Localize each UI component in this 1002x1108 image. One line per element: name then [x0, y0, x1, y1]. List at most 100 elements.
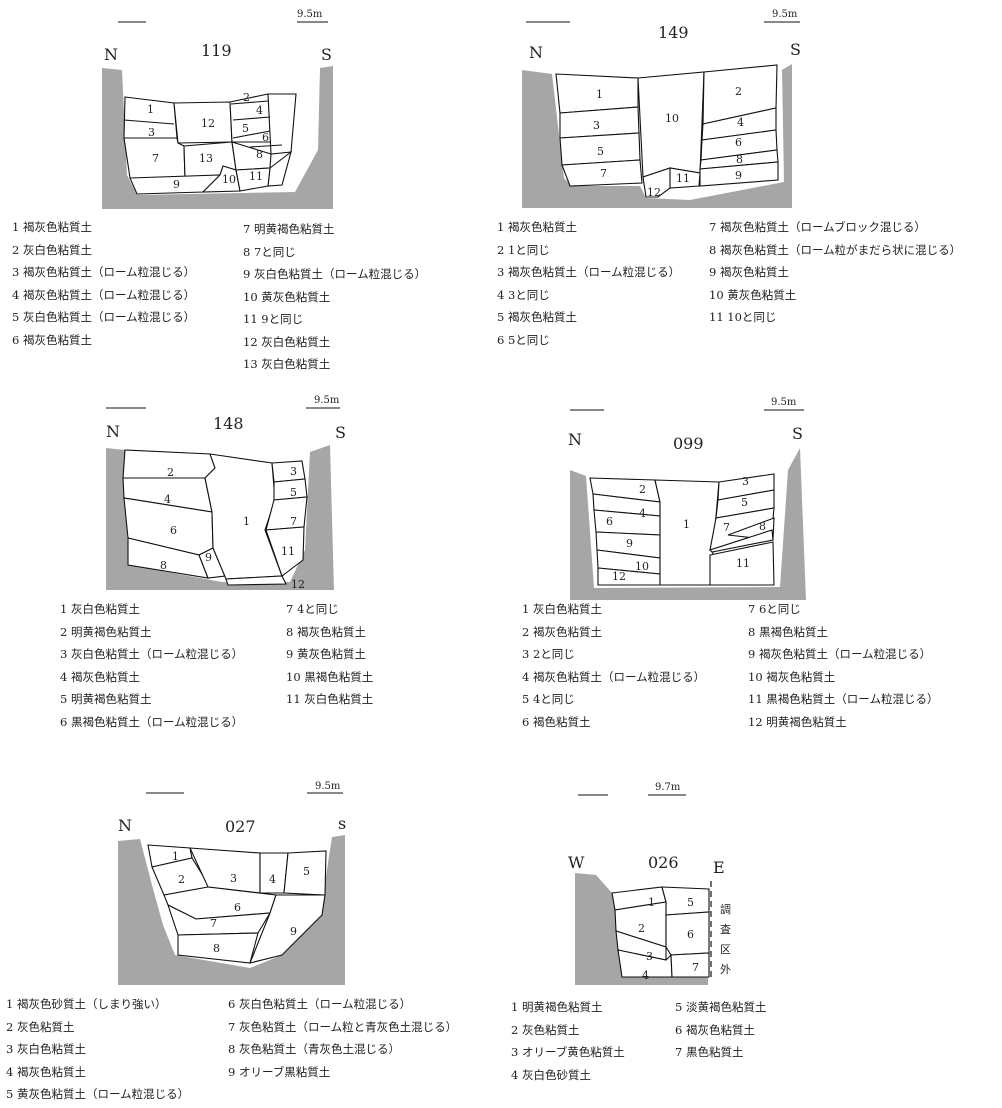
layer-number: 2 — [178, 873, 185, 886]
layer-number: 1 — [683, 518, 690, 531]
legend-item: 9 褐灰色粘質土 — [709, 265, 789, 279]
label-north: N — [568, 430, 582, 449]
layer-number: 5 — [290, 486, 297, 499]
section-148: 9.5m N 148 S 2 4 6 8 9 1 3 5 7 11 12 — [0, 390, 480, 745]
fill-layers — [123, 93, 297, 195]
layer-number: 6 — [735, 136, 742, 149]
legend-right: 7 6と同じ 8 黒褐色粘質土 9 褐灰色粘質土（ローム粒混じる） 10 褐灰色… — [748, 598, 938, 733]
layer-number: 9 — [735, 169, 742, 182]
layer-number: 9 — [290, 925, 297, 938]
legend-item: 1 褐灰色砂質土（しまり強い） — [6, 997, 167, 1011]
section-number: 026 — [648, 853, 679, 872]
layer-number: 1 — [243, 515, 250, 528]
layer-number: 6 — [606, 515, 613, 528]
legend-item: 5 4と同じ — [522, 692, 575, 706]
legend-item: 7 黒色粘質土 — [675, 1045, 744, 1059]
fill-layers — [147, 844, 327, 964]
layer-number: 9 — [173, 178, 180, 191]
legend-item: 6 黒褐色粘質土（ローム粒混じる） — [60, 714, 244, 729]
fill-layers — [122, 449, 308, 586]
fill-layers — [611, 886, 710, 978]
layer-number: 7 — [600, 167, 607, 180]
legend-item: 4 褐灰色粘質土（ローム粒混じる） — [522, 669, 706, 684]
legend-item: 9 黄灰色粘質土 — [286, 647, 366, 661]
section-027-drawing: 9.5m N 027 s 1 2 3 4 5 6 7 8 9 — [118, 781, 346, 985]
note-char: 外 — [720, 963, 731, 976]
section-026-drawing: 9.7m W 026 E 調 査 区 外 1 5 2 6 3 4 7 — [568, 782, 731, 985]
layer-number: 12 — [291, 578, 305, 591]
legend-item: 8 褐灰色粘質土 — [286, 624, 366, 639]
note-char: 調 — [720, 902, 731, 916]
layer-number: 10 — [635, 560, 649, 573]
legend-item: 9 オリーブ黒粘質土 — [228, 1064, 331, 1079]
section-099: 9.5m N 099 S 2 4 6 9 10 12 1 3 5 7 — [490, 390, 1002, 745]
legend-item: 5 明黄褐色粘質土 — [60, 692, 152, 706]
layer-number: 4 — [737, 116, 744, 129]
layer-number: 5 — [687, 896, 694, 909]
legend-item: 1 灰白色粘質土 — [60, 602, 140, 616]
legend-item: 2 灰色粘質土 — [6, 1019, 75, 1034]
layer-number: 11 — [676, 172, 690, 185]
layer-number: 12 — [647, 186, 661, 199]
section-026: 9.7m W 026 E 調 査 区 外 1 5 2 6 3 4 7 1 明黄褐… — [500, 775, 1002, 1108]
bank-profile — [570, 448, 806, 600]
legend-left: 1 褐灰色粘質土 2 灰白色粘質土 3 褐灰色粘質土（ローム粒混じる） 4 褐灰… — [12, 216, 195, 351]
legend-left: 1 灰白色粘質土 2 明黄褐色粘質土 3 灰白色粘質土（ローム粒混じる） 4 褐… — [60, 598, 243, 733]
layer-number: 5 — [597, 145, 604, 158]
legend-item: 13 灰白色粘質土 — [243, 357, 331, 371]
legend-item: 6 5と同じ — [497, 332, 550, 347]
layer-number: 9 — [205, 551, 212, 564]
legend-item: 4 褐灰色粘質土 — [60, 669, 140, 684]
bank-profile — [106, 445, 334, 590]
layer-number: 3 — [593, 119, 600, 132]
legend-item: 6 灰白色粘質土（ローム粒混じる） — [228, 997, 412, 1011]
section-148-drawing: 9.5m N 148 S 2 4 6 8 9 1 3 5 7 11 12 — [106, 395, 346, 591]
label-east: E — [713, 858, 725, 877]
bank-profile — [118, 835, 345, 985]
legend-right: 5 淡黄褐色粘質土 6 褐灰色粘質土 7 黒色粘質土 — [675, 996, 766, 1064]
section-number: 099 — [673, 434, 704, 453]
layer-number: 3 — [290, 465, 297, 478]
layer-number: 8 — [256, 148, 263, 161]
layer-number: 5 — [242, 122, 249, 135]
scale-label: 9.5m — [772, 9, 798, 20]
legend-item: 6 褐灰色粘質土 — [12, 332, 92, 347]
layer-number: 8 — [213, 942, 220, 955]
layer-number: 10 — [222, 173, 236, 186]
layer-number: 7 — [210, 917, 217, 930]
legend-item: 9 灰白色粘質土（ローム粒混じる） — [243, 267, 427, 281]
section-099-drawing: 9.5m N 099 S 2 4 6 9 10 12 1 3 5 7 — [568, 397, 806, 600]
legend-item: 4 3と同じ — [497, 287, 550, 302]
label-north: N — [529, 43, 543, 62]
section-119-drawing: 9.5m N 119 S 1 3 7 12 13 9 2 4 5 — [102, 9, 333, 209]
legend-item: 3 オリーブ黄色粘質土 — [511, 1045, 625, 1059]
legend-item: 3 2と同じ — [522, 647, 575, 661]
bank-profile — [102, 66, 333, 209]
legend-item: 4 褐灰色粘質土（ローム粒混じる） — [12, 287, 196, 302]
section-number: 148 — [213, 414, 244, 433]
layer-number: 12 — [201, 117, 215, 130]
legend-left: 1 明黄褐色粘質土 2 灰色粘質土 3 オリーブ黄色粘質土 4 灰白色砂質土 — [511, 996, 625, 1086]
layer-number: 8 — [759, 520, 766, 533]
legend-item: 11 黒褐色粘質土（ローム粒混じる） — [748, 692, 939, 706]
layer-number: 7 — [152, 152, 159, 165]
legend-item: 3 灰白色粘質土（ローム粒混じる） — [60, 647, 244, 661]
legend-item: 10 黄灰色粘質土 — [709, 287, 797, 302]
layer-number: 5 — [303, 865, 310, 878]
layer-number: 13 — [199, 152, 213, 165]
legend-item: 4 褐灰色粘質土 — [6, 1064, 86, 1079]
layer-number: 2 — [167, 466, 174, 479]
bank-profile — [575, 873, 708, 985]
legend-item: 5 褐灰色粘質土 — [497, 310, 577, 324]
legend-left: 1 灰白色粘質土 2 褐灰色粘質土 3 2と同じ 4 褐灰色粘質土（ローム粒混じ… — [522, 598, 705, 733]
layer-number: 8 — [160, 559, 167, 572]
layer-number: 4 — [642, 969, 649, 982]
legend-item: 2 灰色粘質土 — [511, 1022, 580, 1037]
layer-number: 4 — [269, 873, 276, 886]
label-south: S — [790, 40, 801, 59]
layer-number: 12 — [612, 570, 626, 583]
label-south: s — [338, 814, 346, 833]
layer-number: 3 — [148, 126, 155, 139]
layer-number: 6 — [170, 524, 177, 537]
layer-number: 2 — [243, 91, 250, 104]
